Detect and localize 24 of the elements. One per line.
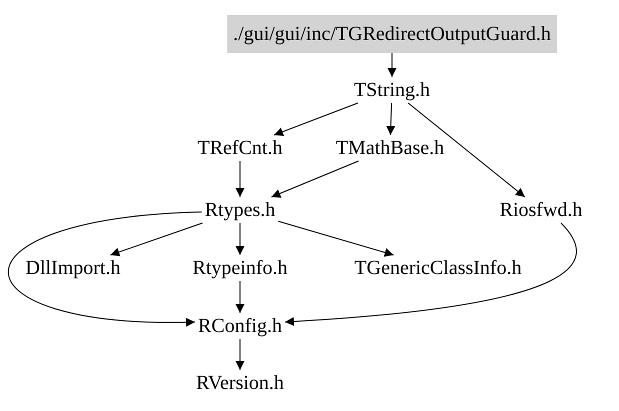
arrow — [236, 222, 244, 256]
file-label: TGenericClassInfo.h — [351, 255, 525, 281]
file-label: DllImport.h — [22, 255, 124, 281]
file-label: RVersion.h — [193, 370, 287, 396]
arrow — [236, 338, 244, 370]
arrow — [408, 102, 526, 198]
arrow — [388, 52, 396, 78]
arrow — [274, 102, 358, 136]
file-box: ./gui/gui/inc/TGRedirectOutputGuard.h — [227, 15, 557, 53]
file-label: TString.h — [350, 77, 434, 103]
arrow — [278, 220, 394, 257]
file-label: Rtypes.h — [202, 197, 278, 223]
file-label: TRefCnt.h — [194, 135, 286, 161]
file-label: TMathBase.h — [332, 135, 448, 161]
arrow — [236, 280, 244, 314]
arrow — [284, 222, 577, 326]
file-label: RConfig.h — [195, 313, 285, 339]
arrow — [270, 160, 360, 198]
arrow — [110, 222, 204, 256]
arrow — [236, 160, 244, 198]
arrow — [386, 102, 396, 136]
file-label: Riosfwd.h — [496, 197, 586, 223]
file-label: Rtypeinfo.h — [190, 255, 290, 281]
arrow — [8, 212, 202, 326]
